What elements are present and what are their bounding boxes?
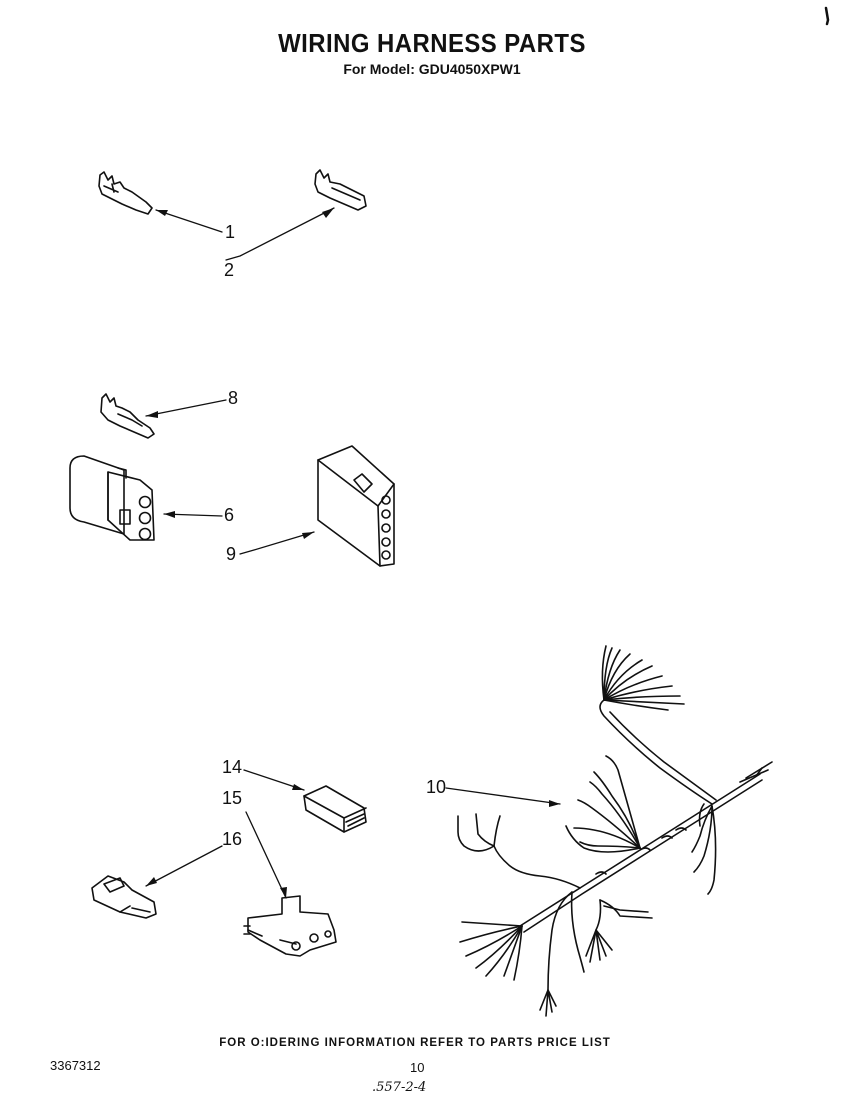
connector-part-9 [317, 445, 395, 567]
callout-6: 6 [224, 505, 235, 525]
connector-part-15 [243, 895, 337, 957]
callout-14: 14 [222, 757, 243, 777]
terminal-part-8 [100, 393, 155, 439]
wiring-harness-part-10 [457, 645, 773, 1017]
model-subtitle: For Model: GDU4050XPW1 [343, 61, 521, 77]
page-title: WIRING HARNESS PARTS [278, 28, 586, 58]
housing-part-16 [91, 875, 157, 919]
ordering-note: FOR O:IDERING INFORMATION REFER TO PARTS… [219, 1037, 611, 1049]
terminal-part-2 [314, 169, 367, 211]
callout-10: 10 [426, 777, 447, 797]
callout-1: 1 [225, 222, 236, 242]
page-number: 10 [410, 1060, 425, 1075]
leader-lines [145, 207, 561, 899]
terminal-part-1 [98, 171, 153, 215]
block-part-14 [303, 785, 367, 833]
callout-8: 8 [228, 388, 239, 408]
handwritten-mark: .557-2-4 [372, 1080, 427, 1095]
connector-part-6 [69, 455, 155, 541]
callout-15: 15 [222, 788, 243, 808]
callout-9: 9 [226, 544, 237, 564]
callout-2: 2 [224, 260, 235, 280]
callout-16: 16 [222, 829, 243, 849]
document-number: 3367312 [50, 1058, 101, 1073]
arrow-heads [146, 208, 560, 898]
corner-mark [824, 6, 830, 26]
